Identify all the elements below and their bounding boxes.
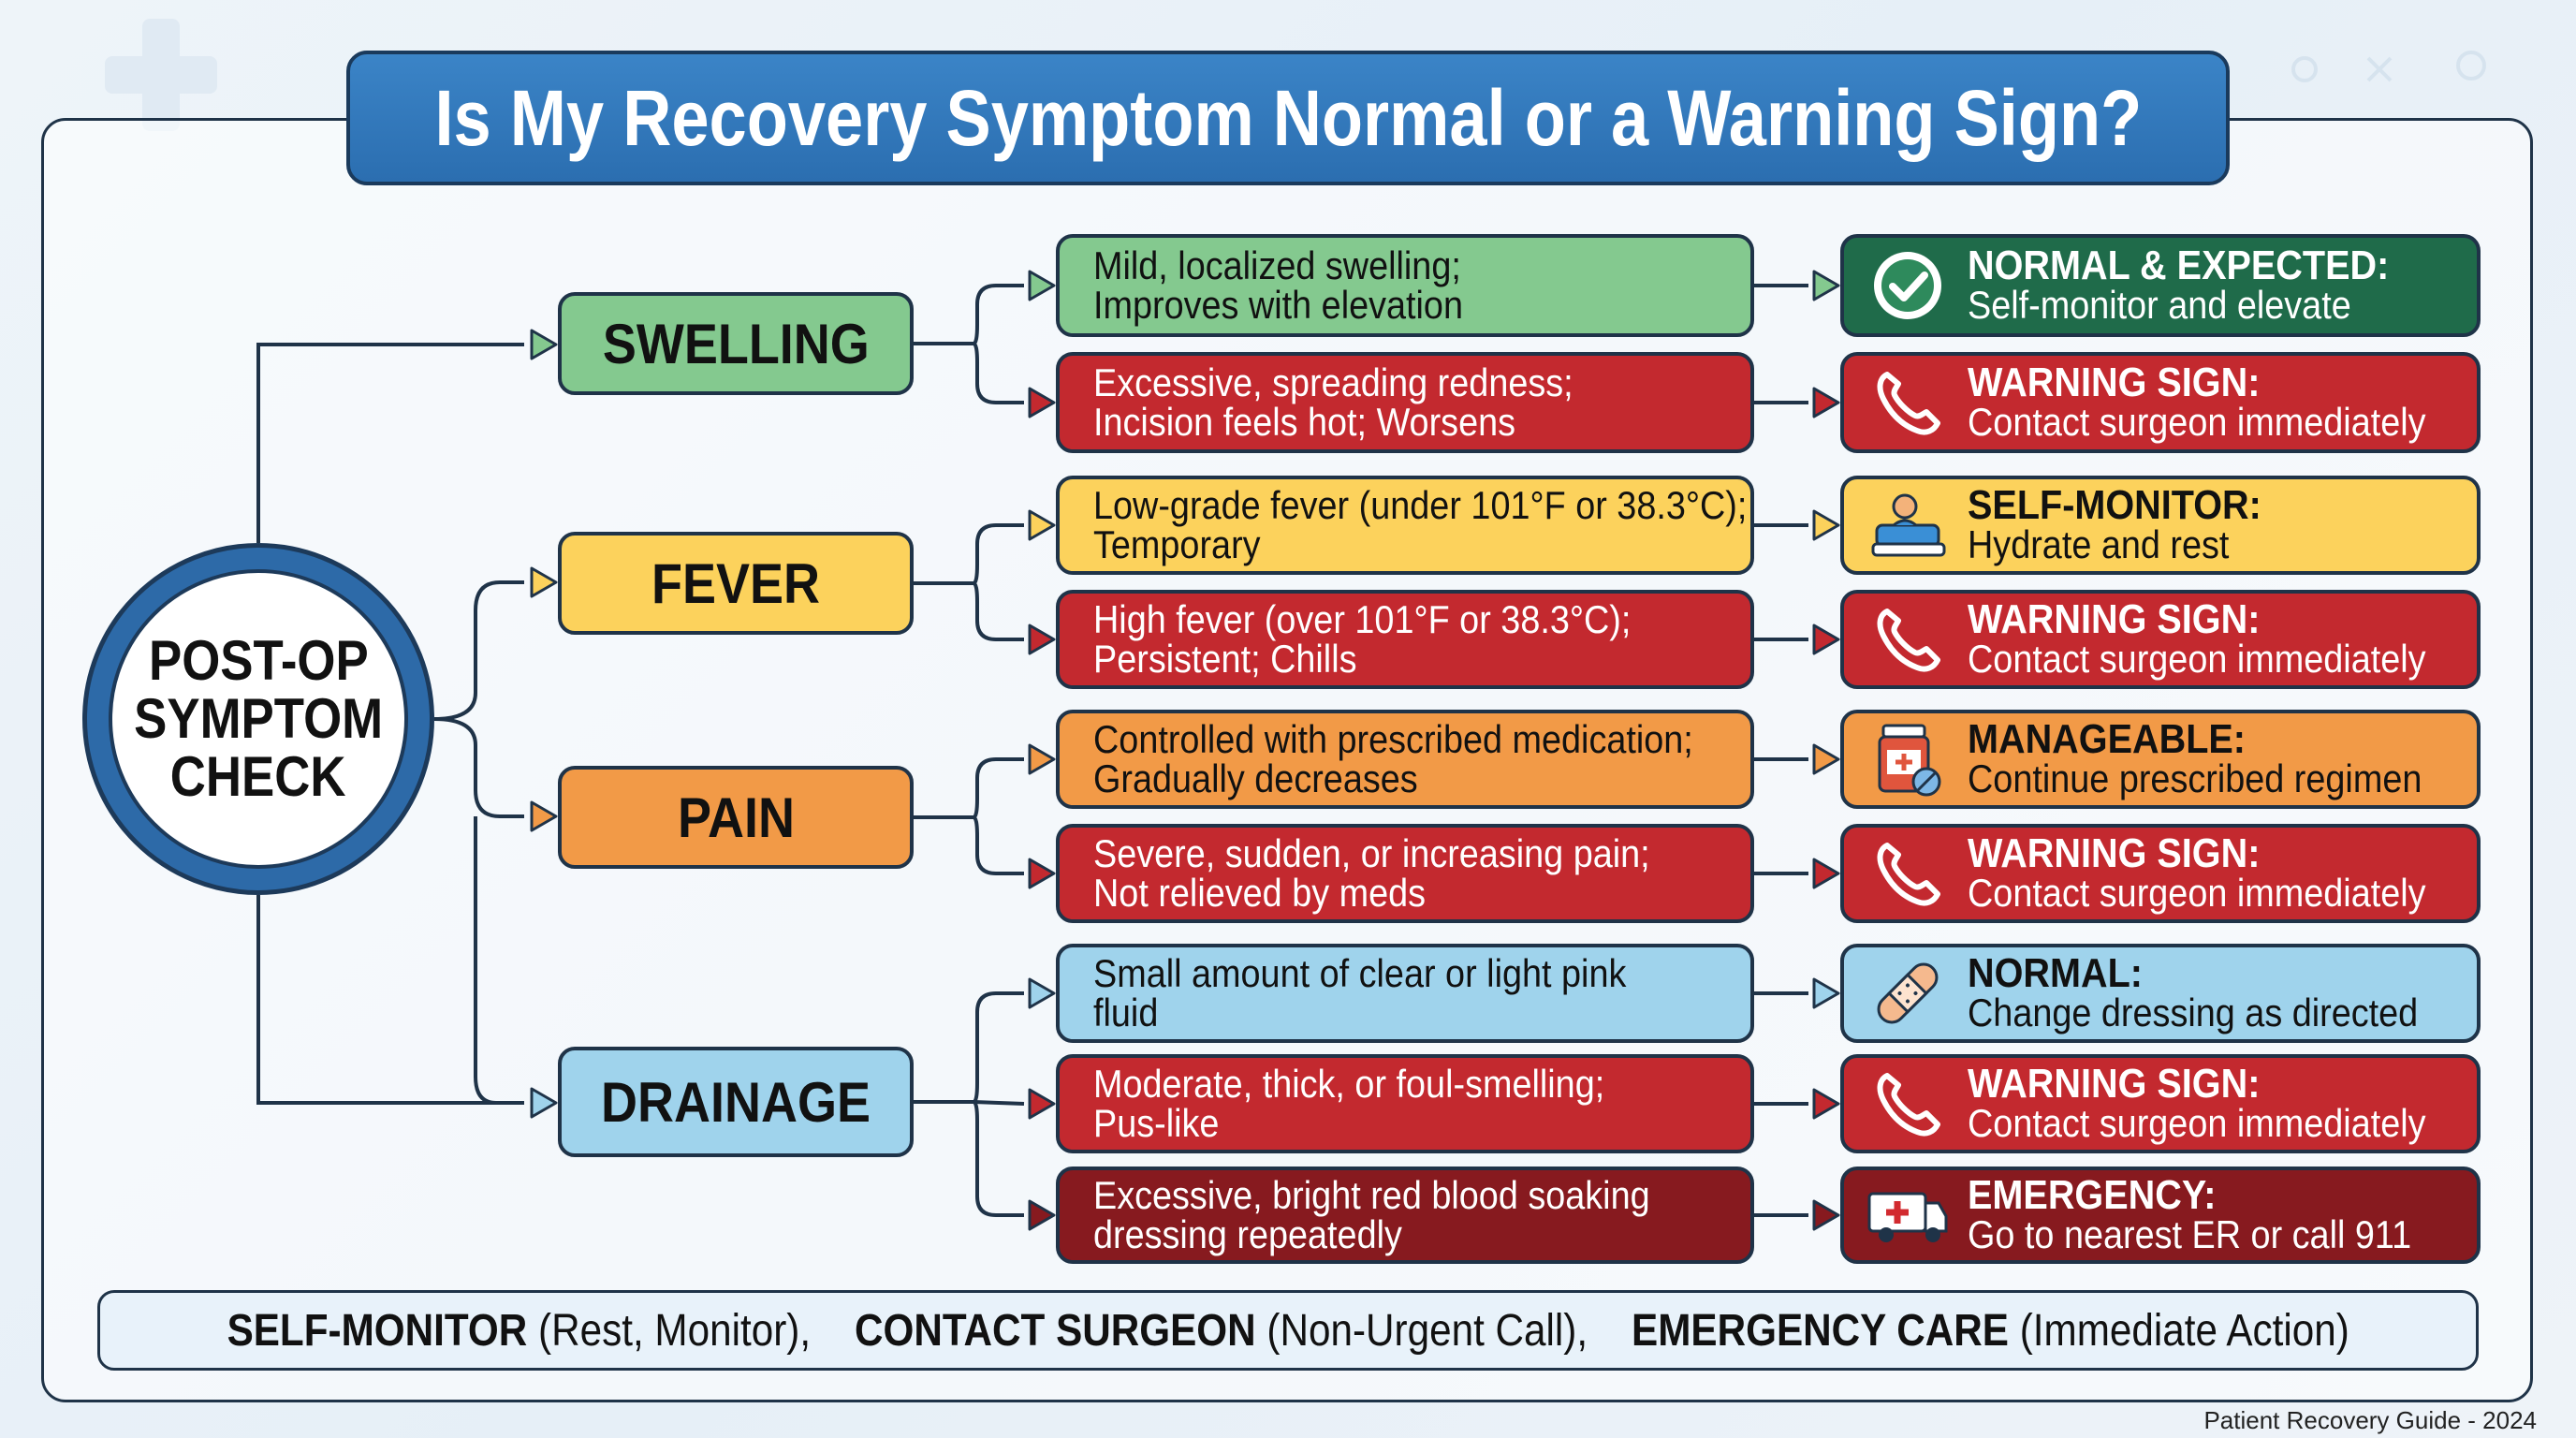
category-label: PAIN xyxy=(677,785,795,849)
outcome-self-monitor: SELF-MONITOR:Hydrate and rest xyxy=(1840,476,2481,575)
symptom-line: Severe, sudden, or increasing pain; xyxy=(1093,831,1650,875)
symptom-line: fluid xyxy=(1093,990,1159,1034)
outcome-warning-pain: WARNING SIGN:Contact surgeon immediately xyxy=(1840,824,2481,923)
outcome-action: Contact surgeon immediately xyxy=(1968,871,2426,915)
outcome-action: Self-monitor and elevate xyxy=(1968,283,2351,327)
outcome-heading: EMERGENCY: xyxy=(1968,1172,2217,1218)
outcome-action: Change dressing as directed xyxy=(1968,990,2419,1034)
symptom-line: Not relieved by meds xyxy=(1093,871,1427,915)
outcome-action: Go to nearest ER or call 911 xyxy=(1968,1212,2412,1256)
legend-emergency-care-desc: (Immediate Action) xyxy=(2008,1305,2349,1356)
outcome-action: Contact surgeon immediately xyxy=(1968,637,2426,681)
symptom-line: Temporary xyxy=(1093,522,1261,566)
outcome-heading: WARNING SIGN: xyxy=(1968,360,2261,405)
phone-icon xyxy=(1865,596,1951,682)
outcome-warning-fever: WARNING SIGN:Contact surgeon immediately xyxy=(1840,590,2481,689)
symptom-line: Moderate, thick, or foul-smelling; xyxy=(1093,1062,1605,1106)
root-node: POST-OP SYMPTOM CHECK xyxy=(82,543,434,895)
category-label: SWELLING xyxy=(602,312,870,375)
symptom-line: Small amount of clear or light pink xyxy=(1093,951,1627,995)
outcome-action: Contact surgeon immediately xyxy=(1968,1101,2426,1145)
category-drainage: DRAINAGE xyxy=(558,1047,914,1157)
symptom-line: High fever (over 101°F or 38.3°C); xyxy=(1093,597,1632,641)
outcome-normal-expected: NORMAL & EXPECTED:Self-monitor and eleva… xyxy=(1840,234,2481,337)
symptom-pain-controlled: Controlled with prescribed medication;Gr… xyxy=(1056,710,1754,809)
background-symbols-icon xyxy=(2284,47,2509,98)
pill-bottle-icon xyxy=(1865,716,1951,802)
symptom-swelling-warning: Excessive, spreading redness;Incision fe… xyxy=(1056,352,1754,453)
bandage-icon xyxy=(1865,950,1951,1036)
outcome-emergency: EMERGENCY:Go to nearest ER or call 911 xyxy=(1840,1167,2481,1264)
symptom-fever-low: Low-grade fever (under 101°F or 38.3°C);… xyxy=(1056,476,1754,575)
symptom-line: Mild, localized swelling; xyxy=(1093,243,1461,287)
symptom-drainage-pus: Moderate, thick, or foul-smelling;Pus-li… xyxy=(1056,1054,1754,1153)
outcome-heading: WARNING SIGN: xyxy=(1968,1061,2261,1107)
outcome-heading: MANAGEABLE: xyxy=(1968,716,2246,762)
page-title: Is My Recovery Symptom Normal or a Warni… xyxy=(434,73,2142,162)
phone-icon xyxy=(1865,360,1951,446)
category-pain: PAIN xyxy=(558,766,914,869)
outcome-action: Continue prescribed regimen xyxy=(1968,756,2422,800)
symptom-fever-high: High fever (over 101°F or 38.3°C);Persis… xyxy=(1056,590,1754,689)
outcome-action: Hydrate and rest xyxy=(1968,522,2230,566)
legend-bar: SELF-MONITOR (Rest, Monitor), CONTACT SU… xyxy=(97,1290,2479,1371)
checkmark-icon xyxy=(1865,242,1951,329)
outcome-heading: SELF-MONITOR: xyxy=(1968,482,2261,528)
legend-self-monitor: SELF-MONITOR xyxy=(227,1305,528,1356)
symptom-line: Excessive, bright red blood soaking xyxy=(1093,1173,1650,1217)
outcome-manageable: MANAGEABLE:Continue prescribed regimen xyxy=(1840,710,2481,809)
background-medical-cross-icon xyxy=(105,19,217,131)
symptom-pain-severe: Severe, sudden, or increasing pain;Not r… xyxy=(1056,824,1754,923)
symptom-line: Improves with elevation xyxy=(1093,283,1463,327)
outcome-warning-drainage: WARNING SIGN:Contact surgeon immediately xyxy=(1840,1054,2481,1153)
ambulance-icon xyxy=(1865,1172,1951,1258)
category-label: FEVER xyxy=(651,551,821,615)
footer-credit: Patient Recovery Guide - 2024 xyxy=(2203,1406,2537,1434)
phone-icon xyxy=(1865,1061,1951,1147)
outcome-heading: NORMAL & EXPECTED: xyxy=(1968,242,2390,288)
outcome-warning-swelling: WARNING SIGN:Contact surgeon immediately xyxy=(1840,352,2481,453)
title-banner: Is My Recovery Symptom Normal or a Warni… xyxy=(346,51,2230,185)
legend-contact-surgeon: CONTACT SURGEON xyxy=(854,1305,1256,1356)
category-fever: FEVER xyxy=(558,532,914,635)
legend-contact-surgeon-desc: (Non-Urgent Call), xyxy=(1255,1305,1588,1356)
symptom-line: Pus-like xyxy=(1093,1101,1220,1145)
legend-self-monitor-desc: (Rest, Monitor), xyxy=(527,1305,811,1356)
outcome-normal-dressing: NORMAL:Change dressing as directed xyxy=(1840,944,2481,1043)
outcome-heading: WARNING SIGN: xyxy=(1968,596,2261,642)
symptom-line: Persistent; Chills xyxy=(1093,637,1357,681)
resting-person-icon xyxy=(1865,482,1951,568)
root-label-line-3: CHECK xyxy=(170,745,346,808)
symptom-line: Excessive, spreading redness; xyxy=(1093,360,1573,404)
symptom-swelling-normal: Mild, localized swelling;Improves with e… xyxy=(1056,234,1754,337)
outcome-heading: NORMAL: xyxy=(1968,950,2143,996)
category-label: DRAINAGE xyxy=(600,1070,871,1134)
symptom-line: Controlled with prescribed medication; xyxy=(1093,717,1693,761)
outcome-action: Contact surgeon immediately xyxy=(1968,400,2426,444)
symptom-line: dressing repeatedly xyxy=(1093,1212,1402,1256)
root-label-line-2: SYMPTOM xyxy=(133,687,383,750)
symptom-line: Incision feels hot; Worsens xyxy=(1093,400,1516,444)
legend-emergency-care: EMERGENCY CARE xyxy=(1631,1305,2009,1356)
outcome-heading: WARNING SIGN: xyxy=(1968,830,2261,876)
category-swelling: SWELLING xyxy=(558,292,914,395)
root-label-line-1: POST-OP xyxy=(148,629,369,692)
symptom-line: Low-grade fever (under 101°F or 38.3°C); xyxy=(1093,483,1748,527)
phone-icon xyxy=(1865,830,1951,917)
symptom-line: Gradually decreases xyxy=(1093,756,1418,800)
